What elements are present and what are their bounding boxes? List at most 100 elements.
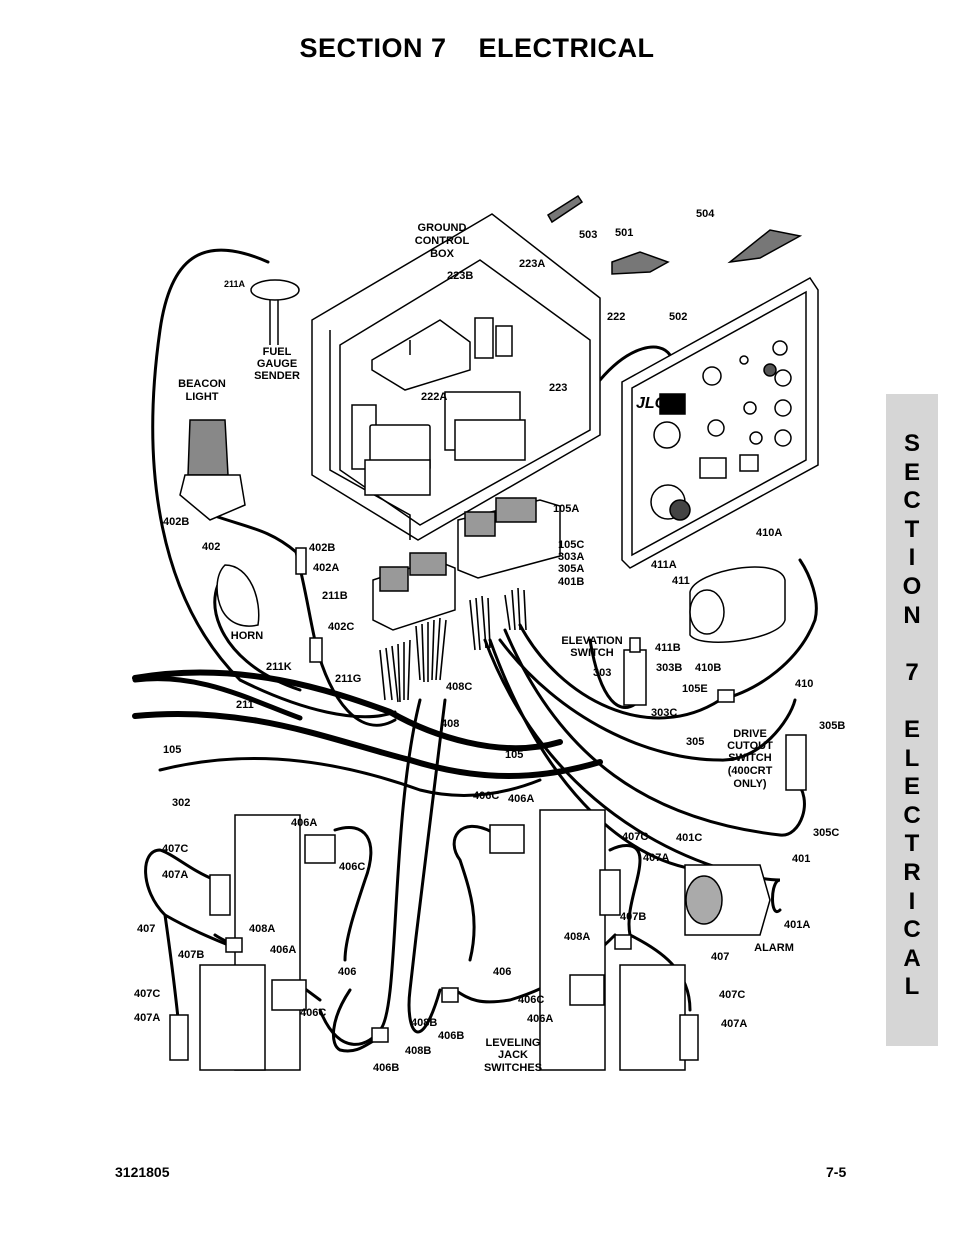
leveling-label-3: SWITCHES <box>484 1062 542 1074</box>
wire-fans <box>379 587 527 703</box>
callout: 406B <box>373 1062 399 1074</box>
callout: 105A <box>553 503 579 515</box>
drive-cutout-label-2: CUTOUT <box>727 740 773 752</box>
callout: 105 <box>163 744 181 756</box>
side-tab-letter: T <box>904 830 920 858</box>
callout: 105E <box>682 683 708 695</box>
callout: 503 <box>579 229 597 241</box>
callout: 407C <box>162 843 188 855</box>
callout: 211B <box>322 590 348 602</box>
callout: 410 <box>795 678 813 690</box>
side-tab-letter: O <box>902 572 922 600</box>
callout: 402A <box>313 562 339 574</box>
side-tab-letter: C <box>903 916 921 944</box>
callout: 406 <box>493 966 511 978</box>
callout: 406A <box>291 817 317 829</box>
beacon-label-1: BEACON <box>178 378 226 390</box>
ground-control-box-drawing <box>311 213 601 541</box>
elevation-switch-label-1: ELEVATION <box>561 635 622 647</box>
side-tab-letter: S <box>903 430 920 457</box>
callout: 305A <box>558 563 584 575</box>
side-tab-letter: 7 <box>905 658 919 686</box>
callout: 407B <box>178 949 204 961</box>
fuel-gauge-label-3: SENDER <box>254 370 300 382</box>
callout: 406C <box>473 790 499 802</box>
connectors-drawing <box>372 497 561 631</box>
control-panel-drawing <box>621 277 819 569</box>
side-tab-letter: E <box>903 773 920 801</box>
callout: 402B <box>309 542 335 554</box>
callout: 501 <box>615 227 633 239</box>
callout: 105C <box>558 539 584 551</box>
callout: 407A <box>643 852 669 864</box>
callout: 408C <box>446 681 472 693</box>
callout: 410B <box>695 662 721 674</box>
drive-cutout-label-5: ONLY) <box>733 778 767 790</box>
callout: 302 <box>172 797 190 809</box>
callout: 407A <box>162 869 188 881</box>
fuel-gauge-label-2: GAUGE <box>257 358 297 370</box>
callout: 401C <box>676 832 702 844</box>
horn-label: HORN <box>231 630 263 642</box>
callout: 211A <box>224 279 246 289</box>
fuel-gauge-label-1: FUEL <box>263 346 292 358</box>
elevation-switch-label-2: SWITCH <box>570 647 613 659</box>
side-tab-letter: L <box>904 744 920 772</box>
callout: 407 <box>137 923 155 935</box>
callout: 406 <box>338 966 356 978</box>
callout: 223A <box>519 258 545 270</box>
leveling-label-2: JACK <box>498 1049 528 1061</box>
callout: 407C <box>134 988 160 1000</box>
callout: 305 <box>686 736 704 748</box>
main-harness <box>132 669 603 797</box>
side-tab-letter: E <box>903 715 920 743</box>
callout: 211K <box>266 661 292 673</box>
callout: 303A <box>558 551 584 563</box>
component-labels: GROUND CONTROL BOX FUEL GAUGE SENDER BEA… <box>178 222 794 1074</box>
callout: 407C <box>719 989 745 1001</box>
callout: 407A <box>134 1012 160 1024</box>
callout: 406A <box>527 1013 553 1025</box>
page-number: 7-5 <box>826 1164 847 1180</box>
callout: 407 <box>711 951 729 963</box>
side-tab-letter: R <box>903 858 921 886</box>
panel-brand: JLG <box>636 395 667 412</box>
side-tab-letter: L <box>904 973 920 1001</box>
callout: 406B <box>438 1030 464 1042</box>
callout: 410A <box>756 527 782 539</box>
callout: 406C <box>339 861 365 873</box>
callout: 406C <box>518 994 544 1006</box>
callout: 401 <box>792 853 810 865</box>
beacon-label-2: LIGHT <box>186 391 219 403</box>
side-tab-letter: C <box>903 487 921 515</box>
side-tab-letter: C <box>903 801 921 829</box>
callout: 407B <box>620 911 646 923</box>
callout: 223 <box>549 382 567 394</box>
callout: 408B <box>411 1017 437 1029</box>
drive-cutout-label-1: DRIVE <box>733 728 767 740</box>
side-tab-letter: A <box>903 944 921 972</box>
callout: 402 <box>202 541 220 553</box>
side-tab-letter: T <box>904 515 920 543</box>
callout: 408A <box>249 923 275 935</box>
side-tab-letter: E <box>903 458 920 486</box>
side-tab-letter: N <box>903 601 921 629</box>
callout: 502 <box>669 311 687 323</box>
callout: 407C <box>622 831 648 843</box>
ground-control-box-label-3: BOX <box>430 248 455 260</box>
callout: 406A <box>508 793 534 805</box>
callout: 408A <box>564 931 590 943</box>
ground-control-box-label-2: CONTROL <box>415 235 470 247</box>
callout: 504 <box>696 208 715 220</box>
callout: 402C <box>328 621 354 633</box>
callout: 406C <box>300 1007 326 1019</box>
side-tab-letter: I <box>908 887 916 915</box>
drive-cutout-label-3: SWITCH <box>728 752 771 764</box>
callout: 305C <box>813 827 839 839</box>
callout: 303 <box>593 667 611 679</box>
callout: 211G <box>335 673 361 685</box>
